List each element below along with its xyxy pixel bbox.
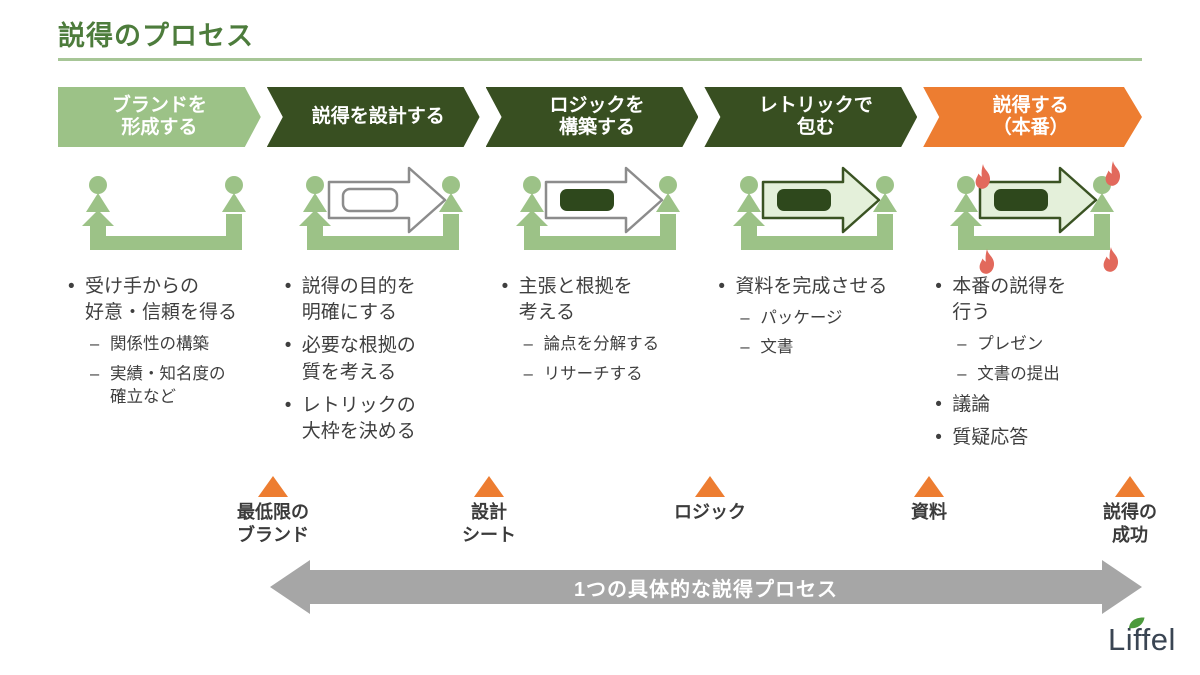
- bullet-item: 主張と根拠を 考える: [502, 274, 707, 326]
- milestone-minimum-brand: 最低限の ブランド: [208, 476, 338, 548]
- title-divider: [58, 58, 1142, 61]
- span-arrow-label: 1つの具体的な説得プロセス: [573, 578, 839, 601]
- bullet-item: 資料を完成させる: [718, 274, 923, 300]
- chevron-stage-rhetoric: レトリックで 包む: [704, 87, 917, 147]
- stage-column-rhetoric: 資料を完成させる パッケージ 文書: [708, 155, 925, 475]
- two-people-feedback-loop-icon: [78, 160, 254, 260]
- sub-bullet-item: 文書の提出: [957, 363, 1140, 386]
- bullet-item: 質疑応答: [935, 425, 1140, 451]
- milestone-triangle-icon: [914, 476, 944, 497]
- sub-bullet-item: 論点を分解する: [524, 333, 707, 356]
- chevron-label: レトリックで 包む: [758, 95, 873, 138]
- chevron-stage-brand: ブランドを 形成する: [58, 87, 261, 147]
- stage-column-design: 説得の目的を 明確にする 必要な根拠の 質を考える レトリックの 大枠を決める: [275, 155, 492, 475]
- flame-icon: [975, 164, 990, 189]
- sub-bullet-item: 関係性の構築: [90, 333, 273, 356]
- milestone-triangle-icon: [1115, 476, 1145, 497]
- sub-bullet-item: プレゼン: [957, 333, 1140, 356]
- bullet-list: 本番の説得を 行う プレゼン 文書の提出 議論 質疑応答: [935, 274, 1140, 451]
- chevron-stage-persuade: 説得する （本番）: [923, 87, 1142, 147]
- bullet-item: 必要な根拠の 質を考える: [285, 333, 490, 385]
- milestone-triangle-icon: [474, 476, 504, 497]
- chevron-stage-design: 説得を設計する: [267, 87, 480, 147]
- bullet-item: レトリックの 大枠を決める: [285, 393, 490, 445]
- stage-column-logic: 主張と根拠を 考える 論点を分解する リサーチする: [492, 155, 709, 475]
- chevron-stage-logic: ロジックを 構築する: [486, 87, 699, 147]
- milestone-label: 設計 シート: [462, 502, 516, 546]
- bullet-list: 受け手からの 好意・信頼を得る 関係性の構築 実績・知名度の 確立など: [68, 274, 273, 409]
- milestone-materials: 資料: [864, 476, 994, 524]
- milestone-label: 説得の 成功: [1103, 502, 1157, 546]
- bullet-list: 主張と根拠を 考える 論点を分解する リサーチする: [502, 274, 707, 386]
- flame-icon: [1103, 247, 1118, 272]
- leaf-icon: [1129, 617, 1145, 629]
- sub-bullet-item: リサーチする: [524, 363, 707, 386]
- sub-bullet-item: パッケージ: [740, 307, 923, 330]
- milestone-logic: ロジック: [645, 476, 775, 524]
- persuasion-fire-arrow-icon: [946, 160, 1122, 274]
- bullet-item: 受け手からの 好意・信頼を得る: [68, 274, 273, 326]
- flame-icon: [1105, 161, 1120, 186]
- wrapped-rhetoric-arrow-icon: [729, 160, 905, 260]
- sub-bullet-item: 文書: [740, 336, 923, 359]
- logo-text: Liffel: [1108, 622, 1176, 657]
- empty-sheet-arrow-icon: [295, 160, 471, 260]
- stage-column-persuade: 本番の説得を 行う プレゼン 文書の提出 議論 質疑応答: [925, 155, 1142, 475]
- liffel-logo: Liffel: [1108, 617, 1176, 658]
- process-chevron-bar: ブランドを 形成する 説得を設計する ロジックを 構築する レトリックで 包む …: [58, 87, 1142, 147]
- milestone-label: 最低限の ブランド: [237, 502, 309, 546]
- bullet-item: 議論: [935, 392, 1140, 418]
- bullet-item: 説得の目的を 明確にする: [285, 274, 490, 326]
- bullet-list: 説得の目的を 明確にする 必要な根拠の 質を考える レトリックの 大枠を決める: [285, 274, 490, 445]
- chevron-label: 説得する （本番）: [992, 95, 1069, 138]
- stage-column-brand: 受け手からの 好意・信頼を得る 関係性の構築 実績・知名度の 確立など: [58, 155, 275, 475]
- page-title: 説得のプロセス: [58, 21, 254, 51]
- milestone-triangle-icon: [258, 476, 288, 497]
- milestone-success: 説得の 成功: [1065, 476, 1195, 548]
- chevron-label: ブランドを 形成する: [111, 95, 207, 138]
- milestone-triangle-icon: [695, 476, 725, 497]
- sub-bullet-item: 実績・知名度の 確立など: [90, 363, 273, 409]
- flame-icon: [979, 249, 994, 274]
- milestone-label: ロジック: [674, 502, 746, 522]
- stage-columns: 受け手からの 好意・信頼を得る 関係性の構築 実績・知名度の 確立など 説得の目…: [58, 155, 1142, 475]
- chevron-label: ロジックを 構築する: [549, 95, 645, 138]
- process-span-arrow: 1つの具体的な説得プロセス: [270, 560, 1142, 614]
- filled-logic-arrow-icon: [512, 160, 688, 260]
- milestone-label: 資料: [911, 502, 947, 522]
- bullet-item: 本番の説得を 行う: [935, 274, 1140, 326]
- bullet-list: 資料を完成させる パッケージ 文書: [718, 274, 923, 359]
- milestone-design-sheet: 設計 シート: [424, 476, 554, 548]
- chevron-label: 説得を設計する: [311, 106, 445, 128]
